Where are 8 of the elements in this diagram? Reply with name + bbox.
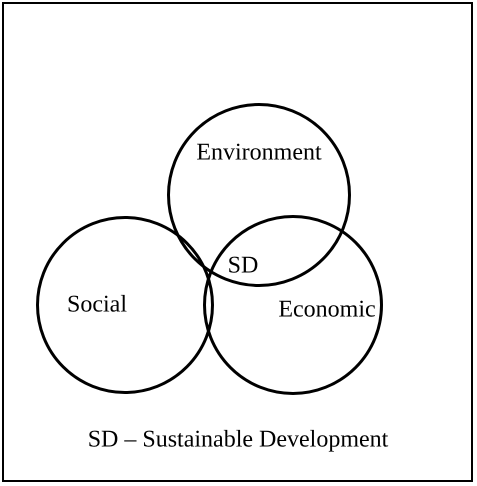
- intersection-label: SD: [228, 252, 258, 280]
- caption: SD – Sustainable Development: [88, 426, 388, 454]
- set-label: Environment: [196, 140, 322, 166]
- venn-circle: [36, 216, 214, 394]
- set-label: Social: [67, 292, 127, 318]
- venn-circle: [203, 215, 383, 395]
- venn-circle: [167, 103, 351, 287]
- set-label: Economic: [278, 296, 376, 324]
